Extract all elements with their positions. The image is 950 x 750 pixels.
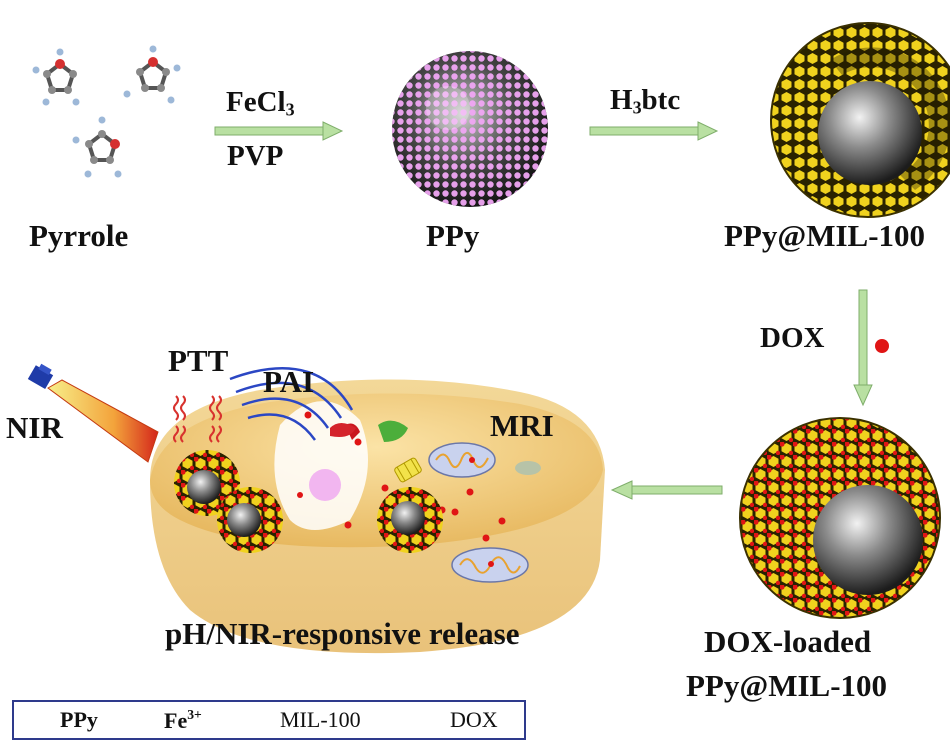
label-dox-loaded-ppy-mil: PPy@MIL-100	[686, 668, 888, 703]
pai-sound-waves-icon	[229, 367, 354, 441]
label-release: pH/NIR-responsive release	[165, 616, 520, 651]
label-nir: NIR	[6, 410, 63, 445]
reagent-pvp: PVP	[227, 140, 284, 172]
arrow-ppy-to-ppy-mil	[589, 121, 719, 141]
dox-molecule-icon	[875, 339, 889, 353]
arrow-to-cell	[610, 480, 723, 500]
reagent-fecl3: FeCl3	[226, 86, 295, 120]
label-dox-loaded: DOX-loaded	[704, 624, 872, 659]
pyrrole-molecules	[32, 45, 181, 178]
nir-laser	[27, 363, 159, 463]
legend-box	[12, 700, 526, 740]
label-pyrrole: Pyrrole	[29, 218, 129, 253]
ppy-mil-100-nanoparticle	[770, 22, 950, 218]
reagent-dox: DOX	[760, 322, 825, 354]
ptt-heat-waves-icon	[173, 395, 222, 443]
legend-ppy-label: PPy	[60, 707, 98, 732]
label-pai: PAI	[263, 364, 315, 399]
label-ptt: PTT	[168, 343, 229, 378]
ppy-nanoparticle	[392, 51, 548, 207]
legend-fe-label: Fe3+	[164, 707, 202, 733]
legend-dox-label: DOX	[450, 707, 498, 732]
label-ppy: PPy	[426, 218, 480, 253]
label-mri: MRI	[490, 408, 554, 443]
arrow-pyrrole-to-ppy	[214, 121, 344, 141]
legend-mil-label: MIL-100	[280, 707, 361, 732]
reagent-h3btc: H3btc	[610, 84, 681, 118]
label-ppy-mil-100: PPy@MIL-100	[724, 218, 926, 253]
cancer-cell	[150, 379, 605, 654]
dox-loaded-nanoparticle	[739, 417, 941, 619]
arrow-dox-loading	[853, 289, 873, 407]
